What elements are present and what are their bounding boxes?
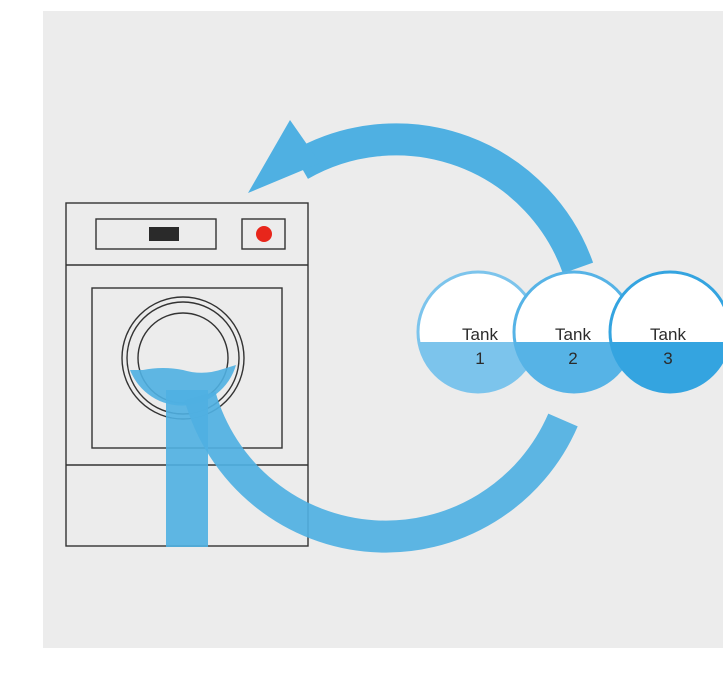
display-screen: [149, 227, 179, 241]
return-flow-arc: [184, 391, 578, 553]
tank-2-label-line2: 2: [568, 349, 577, 368]
tank-3-label-line2: 3: [663, 349, 672, 368]
display-frame: [95, 218, 217, 250]
indicator-frame: [241, 218, 286, 250]
supply-flow-arc: [292, 123, 594, 274]
tank-1-label-line1: Tank: [462, 325, 498, 344]
tank-2-label-line1: Tank: [555, 325, 591, 344]
tank-1-label-line2: 1: [475, 349, 484, 368]
tank-3: Tank 3: [608, 270, 723, 394]
tank-3-label-line1: Tank: [650, 325, 686, 344]
power-indicator: [256, 226, 272, 242]
arrow-head: [248, 120, 320, 193]
